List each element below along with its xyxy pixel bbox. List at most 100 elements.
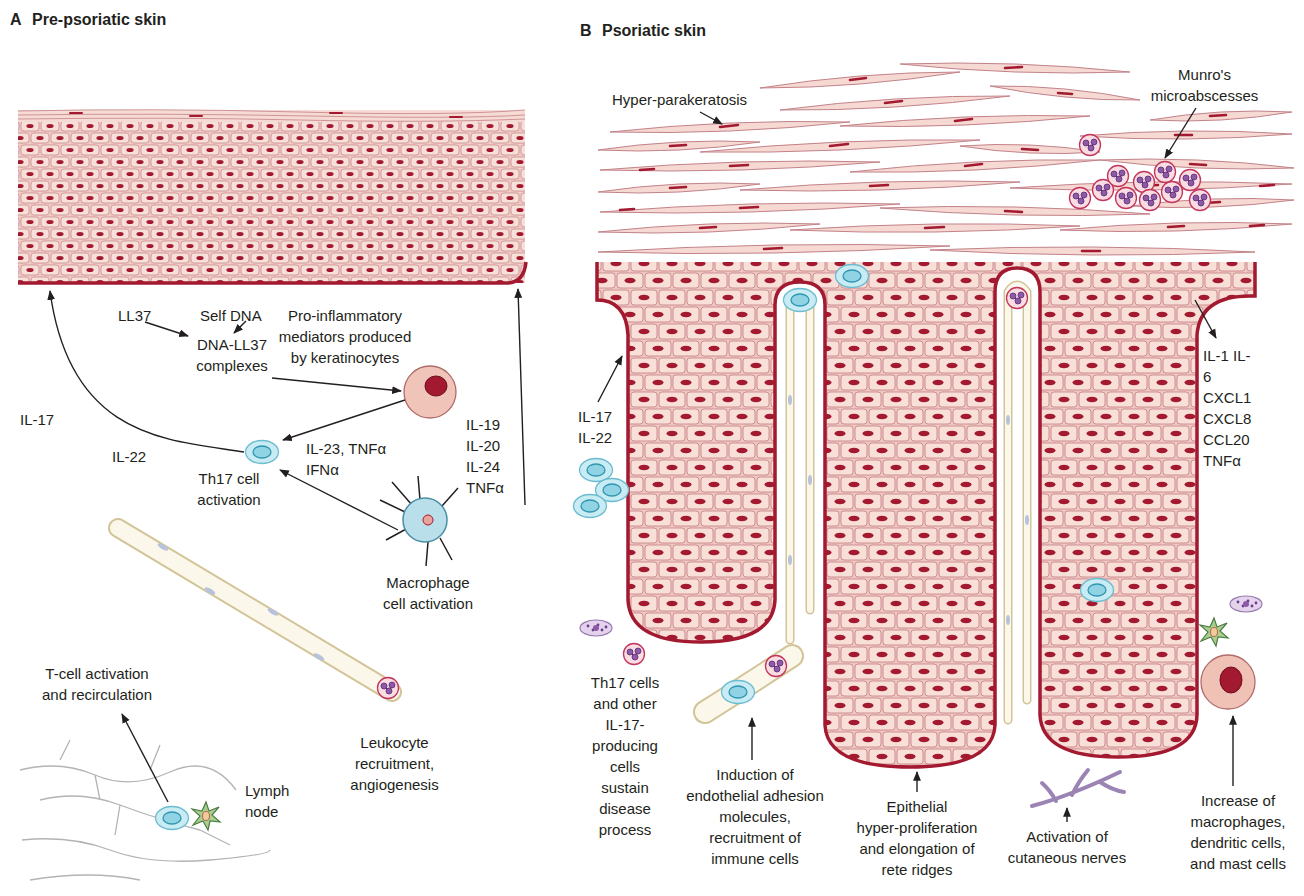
microabscess <box>1155 162 1176 183</box>
epidermis-b <box>597 262 1255 767</box>
process-label: Th17 cells and other IL-17-producing cel… <box>588 672 662 840</box>
microabscess <box>1116 188 1137 209</box>
arrow <box>280 470 398 530</box>
immune-cells <box>1200 618 1228 646</box>
blood-vessel-b <box>705 656 792 712</box>
capillary <box>788 555 792 565</box>
immune-cells <box>574 495 607 518</box>
dendritic-cell-a <box>404 366 456 418</box>
microabscess <box>1108 166 1129 187</box>
cytokine-label: IL-17 <box>20 409 54 430</box>
cytokine-label: IL-1 IL-6 CXCL1 CXCL8 CCL20 TNFα <box>1203 345 1255 471</box>
blood-vessel-a <box>118 528 392 692</box>
immune-cells <box>1007 288 1028 309</box>
word: elongation <box>889 840 958 857</box>
macrophage-a <box>423 515 433 525</box>
molecule-label: DNA-LL37 complexes <box>187 334 277 376</box>
cytokine-label: IL-23, TNFα IFNα <box>306 438 406 480</box>
capillary <box>790 298 810 641</box>
word: of <box>962 840 975 857</box>
panel-heading: Psoriatic skin <box>602 20 706 41</box>
arrow <box>1066 808 1067 822</box>
blood-vessel-a <box>313 652 326 662</box>
microabscess <box>1180 170 1201 191</box>
structure-label: Hyper-parakeratosis <box>612 89 747 110</box>
microabscess <box>1162 182 1183 203</box>
capillary <box>790 298 810 641</box>
word: Epithelial <box>887 798 948 815</box>
microabscess <box>1070 135 1211 211</box>
microabscess <box>1070 188 1091 209</box>
lymph-node <box>156 807 189 830</box>
panel-heading: Pre-psoriatic skin <box>32 9 166 30</box>
arrow <box>916 772 917 792</box>
capillary <box>1025 515 1029 525</box>
capillary <box>1008 285 1027 720</box>
arrow <box>145 322 188 336</box>
process-label: Epithelial hyper-proliferation and elong… <box>855 796 979 880</box>
arrow <box>1165 108 1196 158</box>
cell-label: Th17 cell activation <box>189 468 269 510</box>
lymph-node <box>192 802 220 830</box>
structure-label: Lymph node <box>245 780 295 822</box>
word: hyper-proliferation <box>857 819 978 836</box>
arrow <box>122 714 168 802</box>
arrow <box>1195 300 1216 338</box>
arrow <box>751 718 752 760</box>
arrow <box>50 289 525 802</box>
panel-letter: A <box>10 9 22 30</box>
arrow <box>518 289 525 505</box>
word: rete <box>882 861 908 878</box>
blood-vessel-b <box>705 656 792 713</box>
arrow <box>272 378 401 391</box>
macrophage-a <box>380 476 458 566</box>
capillary <box>788 395 792 405</box>
cytokine-label: IL-17 IL-22 <box>578 406 622 448</box>
blood-vessel-b <box>766 656 787 677</box>
capillary <box>1006 615 1010 625</box>
epidermis-a <box>18 110 525 283</box>
epidermis-a <box>18 110 525 122</box>
process-label: Induction of endothelial adhesion molecu… <box>685 764 825 869</box>
process-label: Activation of cutaneous nerves <box>998 826 1136 868</box>
blood-vessel-b <box>705 656 792 712</box>
immune-cells <box>836 265 869 288</box>
microabscess <box>1080 135 1101 156</box>
blood-vessel-a <box>118 528 399 699</box>
blood-vessel-a <box>157 542 170 552</box>
th17-cell <box>246 441 279 464</box>
immune-cells <box>1201 655 1255 709</box>
process-label: Pro-inflammatory mediators produced by k… <box>275 305 415 368</box>
arrow <box>598 356 622 402</box>
blood-vessel-a <box>267 607 280 617</box>
immune-cells <box>624 644 645 665</box>
epidermis-a <box>18 110 525 122</box>
word: ridges <box>912 861 953 878</box>
cutaneous-nerve <box>1032 770 1124 806</box>
process-label: Leukocyte recruitment, angiogenesis <box>347 732 442 795</box>
word: and <box>859 840 884 857</box>
molecule-label: LL37 <box>118 305 151 326</box>
microabscess <box>1190 190 1211 211</box>
epidermis-b <box>597 262 1255 767</box>
structure-label: Munro's microabscesses <box>1147 64 1262 106</box>
molecule-label: Self DNA <box>200 305 262 326</box>
lymph-node <box>20 740 270 880</box>
lymph-node <box>20 740 270 880</box>
macrophage-a <box>380 476 458 566</box>
blood-vessel-a <box>378 678 399 699</box>
immune-cells <box>784 289 817 312</box>
process-label: T-cell activation and recirculation <box>38 663 156 705</box>
capillary <box>808 475 812 485</box>
epidermis-a <box>18 121 525 283</box>
arrow <box>700 112 722 124</box>
blood-vessel-a <box>204 586 217 596</box>
immune-cells <box>1220 667 1242 693</box>
cytokine-label: IL-22 <box>112 446 146 467</box>
immune-cells <box>574 265 1263 710</box>
arrow <box>598 108 1233 822</box>
cornified-layer <box>598 63 1294 255</box>
epidermis-b <box>597 262 1255 767</box>
blood-vessel-a <box>118 528 392 692</box>
blood-vessel-b <box>722 681 755 704</box>
